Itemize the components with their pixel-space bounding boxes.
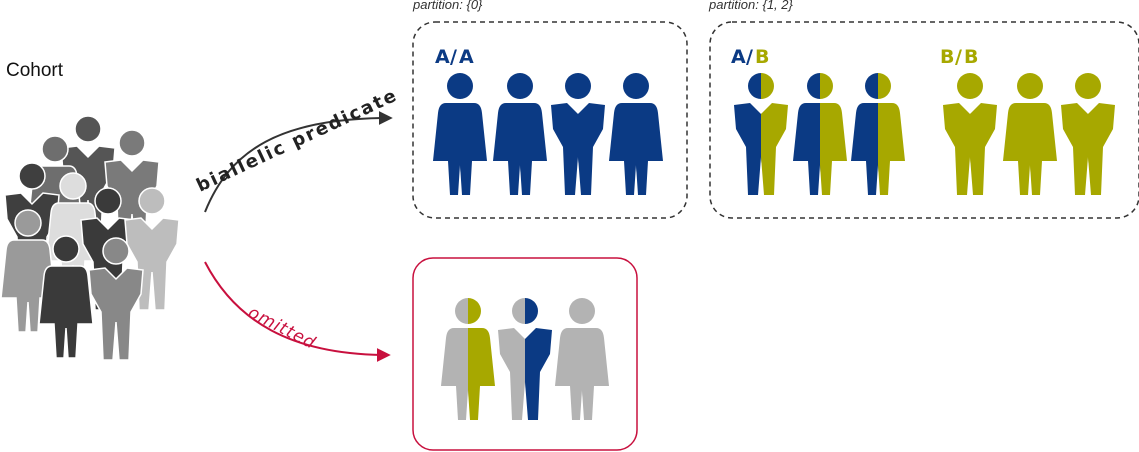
figure-omitted-3 — [555, 298, 609, 420]
figure-ab-3-right-half — [878, 73, 905, 195]
figure-omitted-1-right-half — [468, 298, 495, 420]
figure-ab-3-left-half — [851, 73, 879, 195]
figure-ab-2-right-half — [820, 73, 847, 195]
figure-omitted-2 — [498, 298, 552, 420]
figure-aa-2-right-half — [520, 73, 547, 195]
figure-aa-4 — [609, 73, 663, 195]
genotype-AB-slash: / — [746, 46, 753, 68]
figure-aa-1 — [433, 73, 487, 195]
cohort-person-8 — [0, 209, 56, 333]
figure-bb-3-left-half — [1061, 73, 1089, 195]
omitted-box — [412, 257, 638, 451]
partition-0-caption: partition: {0} — [413, 0, 483, 12]
genotype-BB-allele-1: B — [940, 46, 954, 68]
genotype-label-BB: B / B — [940, 46, 978, 68]
genotype-AA-allele-2: A — [459, 46, 474, 68]
figure-bb-2-right-half — [1030, 73, 1057, 195]
figure-ab-1 — [734, 73, 788, 195]
partition-12-box — [709, 21, 1139, 219]
figure-ab-3 — [851, 73, 905, 195]
figure-omitted-1-left-half — [441, 298, 469, 420]
figure-omitted-3-right-half — [582, 298, 609, 420]
genotype-BB-slash: / — [955, 46, 962, 68]
figure-aa-3-right-half — [578, 73, 605, 195]
biallelic-edge — [204, 111, 393, 213]
genotype-BB-allele-2: B — [964, 46, 978, 68]
figure-aa-3 — [551, 73, 605, 195]
omitted-edge — [204, 261, 391, 362]
figure-omitted-2-left-half — [498, 298, 526, 420]
genotype-AB-allele-1: A — [731, 46, 746, 68]
cohort-person-10 — [88, 237, 144, 361]
figure-bb-3 — [1061, 73, 1115, 195]
figure-ab-2-left-half — [793, 73, 821, 195]
genotype-label-AB: A / B — [731, 46, 769, 68]
cohort-crowd — [0, 115, 180, 361]
omitted-edge-label: omitted — [245, 303, 319, 354]
figure-aa-3-left-half — [551, 73, 579, 195]
biallelic-edge-label: biallelic predicate — [193, 85, 401, 197]
figure-aa-2 — [493, 73, 547, 195]
figure-omitted-1 — [441, 298, 495, 420]
figure-omitted-3-left-half — [555, 298, 583, 420]
figure-aa-4-right-half — [636, 73, 663, 195]
figure-ab-1-left-half — [734, 73, 762, 195]
figure-bb-1 — [943, 73, 997, 195]
partition-12-caption: partition: {1, 2} — [709, 0, 793, 12]
figure-bb-1-right-half — [970, 73, 997, 195]
cohort-person-9 — [38, 235, 94, 359]
figure-ab-2 — [793, 73, 847, 195]
figure-ab-1-right-half — [761, 73, 788, 195]
figure-omitted-2-right-half — [525, 298, 552, 420]
cohort-title: Cohort — [6, 60, 64, 81]
genotype-AA-allele-1: A — [435, 46, 450, 68]
figure-bb-1-left-half — [943, 73, 971, 195]
figure-bb-2 — [1003, 73, 1057, 195]
genotype-label-AA: A / A — [435, 46, 474, 68]
figure-bb-3-right-half — [1088, 73, 1115, 195]
figure-aa-4-left-half — [609, 73, 637, 195]
figure-aa-2-left-half — [493, 73, 521, 195]
figures-layer — [433, 73, 1115, 420]
figure-bb-2-left-half — [1003, 73, 1031, 195]
figure-aa-1-right-half — [460, 73, 487, 195]
figure-aa-1-left-half — [433, 73, 461, 195]
genotype-AA-slash: / — [450, 46, 457, 68]
genotype-AB-allele-2: B — [755, 46, 769, 68]
